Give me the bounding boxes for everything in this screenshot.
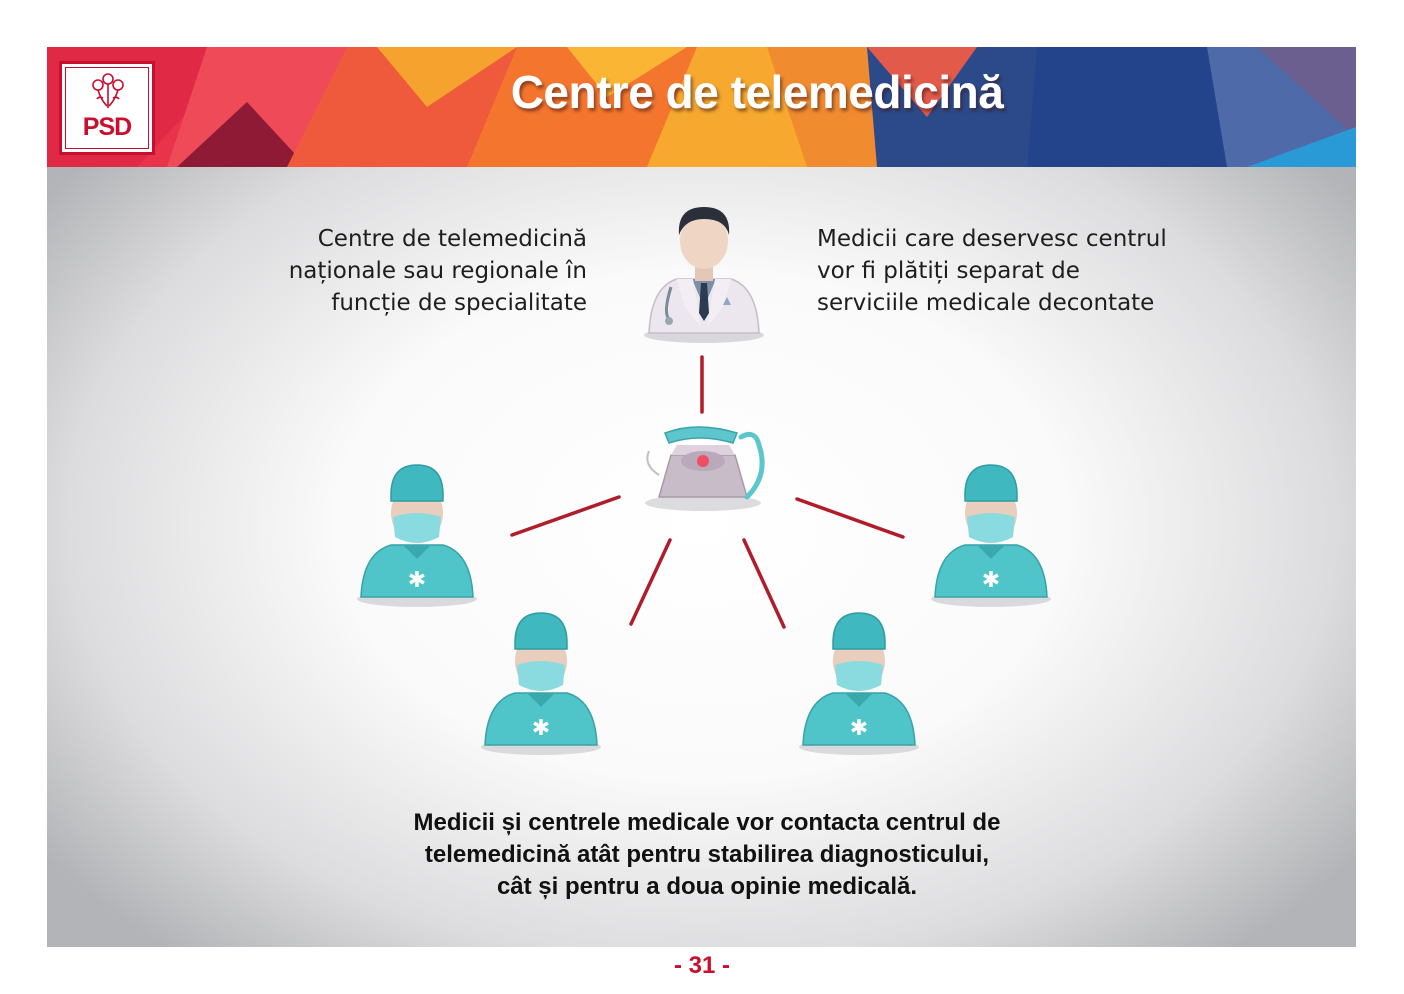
connector-phone-surgeon-2 <box>629 538 672 626</box>
banner-background <box>47 47 1356 167</box>
surgeon-icon: ✱ <box>931 464 1051 607</box>
surgeon-icon: ✱ <box>799 612 919 755</box>
text-contact-telemedicine: Medicii și centrele medicale vor contact… <box>413 809 1001 900</box>
svg-text:✱: ✱ <box>982 568 1000 593</box>
svg-text:✱: ✱ <box>408 568 426 593</box>
header-banner: PSD Centre de telemedicină <box>47 47 1356 167</box>
logo-text: PSD <box>82 113 132 141</box>
connector-phone-surgeon-1 <box>510 495 621 537</box>
content-area: Centre de telemedicină naționale sau reg… <box>47 167 1356 947</box>
surgeon-icon: ✱ <box>481 612 601 755</box>
svg-text:✱: ✱ <box>850 716 868 741</box>
connector-lines <box>510 355 905 629</box>
text-national-centers: Centre de telemedicină naționale sau reg… <box>288 226 587 316</box>
slide: PSD Centre de telemedicină Centre de tel… <box>47 47 1356 947</box>
connector-phone-surgeon-3 <box>742 538 786 629</box>
text-doctors-payment: Medicii care deservesc centrul vor fi pl… <box>817 226 1167 316</box>
logo-frame <box>65 67 149 149</box>
doctor-icon <box>644 207 764 343</box>
surgeon-icon: ✱ <box>357 464 477 607</box>
page-number: - 31 - <box>673 952 730 979</box>
telephone-icon <box>645 426 765 511</box>
psd-logo: PSD <box>59 61 155 155</box>
connector-phone-surgeon-4 <box>795 497 905 539</box>
page-title: Centre de telemedicină <box>510 66 1004 118</box>
roses-icon <box>92 73 124 108</box>
svg-text:✱: ✱ <box>532 716 550 741</box>
